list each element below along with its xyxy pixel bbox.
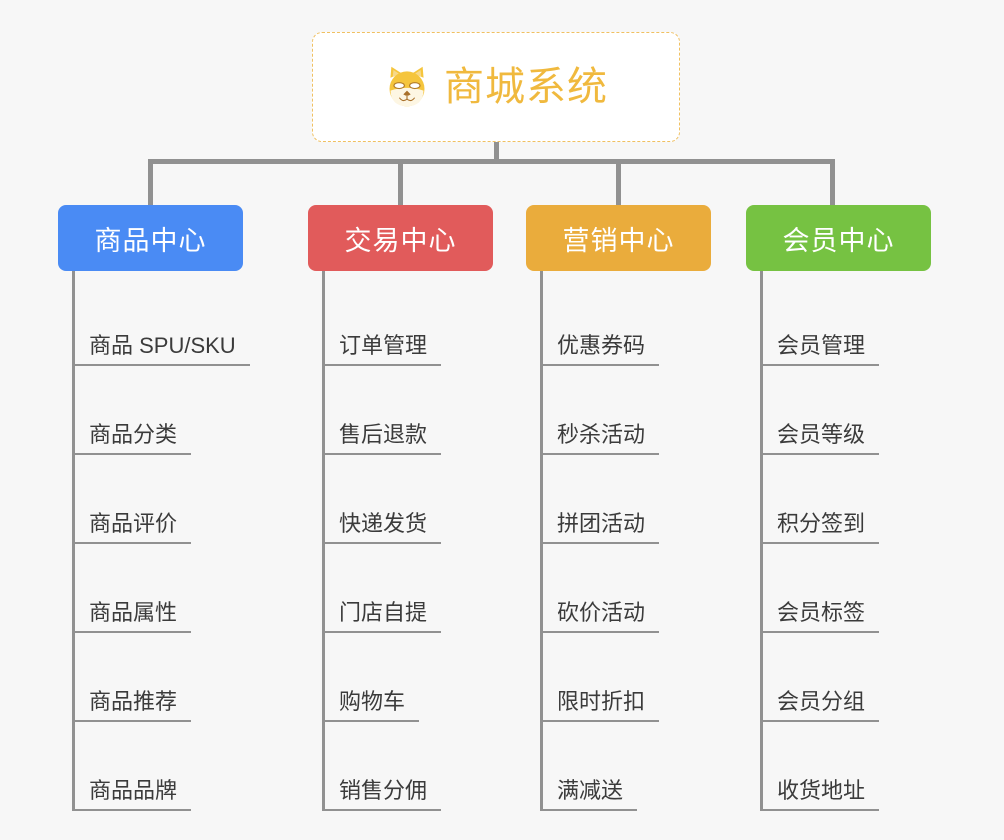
list-item-label: 订单管理	[322, 333, 442, 366]
list-item-label: 购物车	[322, 689, 420, 722]
connector-drop-3	[616, 159, 621, 207]
branch-items-product-center: 商品 SPU/SKU 商品分类 商品评价 商品属性 商品推荐 商品品牌	[72, 271, 250, 811]
list-item-label: 会员管理	[760, 333, 880, 366]
list-item-label: 会员等级	[760, 422, 880, 455]
list-item[interactable]: 销售分佣	[322, 722, 493, 811]
list-item-label: 限时折扣	[540, 689, 660, 722]
list-item[interactable]: 售后退款	[322, 366, 493, 455]
list-item-label: 售后退款	[322, 422, 442, 455]
branch-label: 商品中心	[94, 225, 207, 256]
list-item-label: 秒杀活动	[540, 422, 660, 455]
connector-drop-4	[830, 159, 835, 207]
list-item-label: 商品品牌	[72, 778, 192, 811]
list-item[interactable]: 秒杀活动	[540, 366, 711, 455]
list-item[interactable]: 会员标签	[760, 544, 931, 633]
branch-label: 营销中心	[562, 225, 675, 256]
list-item-label: 商品属性	[72, 600, 192, 633]
list-item[interactable]: 门店自提	[322, 544, 493, 633]
list-item[interactable]: 拼团活动	[540, 455, 711, 544]
list-item[interactable]: 限时折扣	[540, 633, 711, 722]
list-item[interactable]: 快递发货	[322, 455, 493, 544]
list-item[interactable]: 收货地址	[760, 722, 931, 811]
connector-drop-2	[398, 159, 403, 207]
root-title: 商城系统	[444, 65, 608, 109]
list-item-label: 快递发货	[322, 511, 442, 544]
branch-label: 交易中心	[344, 225, 457, 256]
branch-label: 会员中心	[782, 225, 895, 256]
list-item-label: 商品 SPU/SKU	[72, 333, 250, 366]
branch-product-center: 商品中心 商品 SPU/SKU 商品分类 商品评价 商品属性 商品推荐 商品品牌	[58, 205, 250, 811]
list-item-label: 拼团活动	[540, 511, 660, 544]
connector-root-stem	[494, 142, 499, 163]
list-item-label: 积分签到	[760, 511, 880, 544]
list-item[interactable]: 积分签到	[760, 455, 931, 544]
list-item[interactable]: 商品评价	[72, 455, 250, 544]
list-item[interactable]: 商品 SPU/SKU	[72, 277, 250, 366]
list-item[interactable]: 商品属性	[72, 544, 250, 633]
root-node[interactable]: 商城系统	[312, 32, 680, 142]
list-item[interactable]: 会员管理	[760, 277, 931, 366]
branch-header-trade-center[interactable]: 交易中心	[308, 205, 493, 271]
list-item[interactable]: 砍价活动	[540, 544, 711, 633]
list-item-label: 商品评价	[72, 511, 192, 544]
list-item[interactable]: 商品分类	[72, 366, 250, 455]
branch-items-member-center: 会员管理 会员等级 积分签到 会员标签 会员分组 收货地址	[760, 271, 931, 811]
branch-member-center: 会员中心 会员管理 会员等级 积分签到 会员标签 会员分组 收货地址	[746, 205, 931, 811]
list-item[interactable]: 优惠券码	[540, 277, 711, 366]
shiba-dog-icon	[389, 66, 425, 107]
list-item-label: 销售分佣	[322, 778, 442, 811]
list-item-label: 会员标签	[760, 600, 880, 633]
branch-items-marketing-center: 优惠券码 秒杀活动 拼团活动 砍价活动 限时折扣 满减送	[540, 271, 711, 811]
list-item[interactable]: 商品推荐	[72, 633, 250, 722]
branch-header-product-center[interactable]: 商品中心	[58, 205, 243, 271]
list-item[interactable]: 订单管理	[322, 277, 493, 366]
list-item-label: 会员分组	[760, 689, 880, 722]
branch-trade-center: 交易中心 订单管理 售后退款 快递发货 门店自提 购物车 销售分佣	[308, 205, 493, 811]
list-item-label: 门店自提	[322, 600, 442, 633]
list-item-label: 砍价活动	[540, 600, 660, 633]
list-item[interactable]: 会员分组	[760, 633, 931, 722]
list-item-label: 满减送	[540, 778, 638, 811]
branch-items-trade-center: 订单管理 售后退款 快递发货 门店自提 购物车 销售分佣	[322, 271, 493, 811]
list-item[interactable]: 满减送	[540, 722, 711, 811]
branch-header-marketing-center[interactable]: 营销中心	[526, 205, 711, 271]
list-item-label: 优惠券码	[540, 333, 660, 366]
list-item-label: 收货地址	[760, 778, 880, 811]
branch-header-member-center[interactable]: 会员中心	[746, 205, 931, 271]
list-item[interactable]: 会员等级	[760, 366, 931, 455]
branch-marketing-center: 营销中心 优惠券码 秒杀活动 拼团活动 砍价活动 限时折扣 满减送	[526, 205, 711, 811]
list-item-label: 商品推荐	[72, 689, 192, 722]
list-item[interactable]: 商品品牌	[72, 722, 250, 811]
list-item-label: 商品分类	[72, 422, 192, 455]
connector-drop-1	[148, 159, 153, 207]
connector-horizontal-bus	[148, 159, 835, 164]
list-item[interactable]: 购物车	[322, 633, 493, 722]
